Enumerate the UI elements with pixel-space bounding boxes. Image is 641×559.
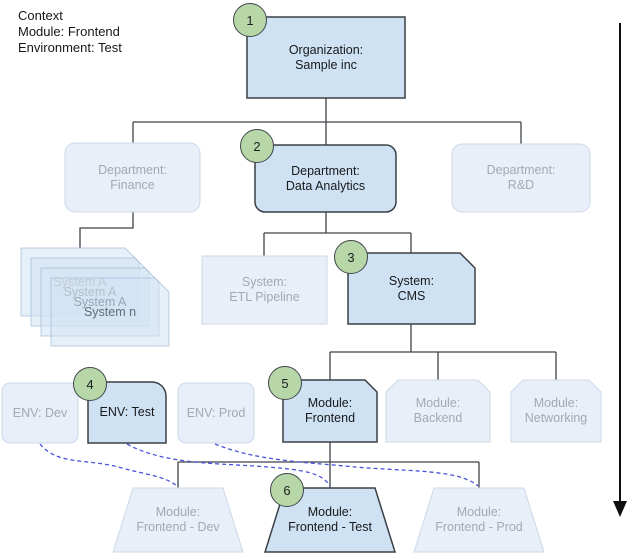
node-system-etl-shape (201, 255, 328, 325)
connector-frontend-to-instances (177, 442, 480, 488)
node-frontend-test-shape (263, 487, 397, 553)
down-arrow-icon (613, 23, 627, 517)
node-dept-finance-shape (64, 142, 201, 213)
env-mapping-curve-prod (214, 443, 479, 487)
node-env-dev-shape (1, 382, 79, 444)
connector-cms-to-modules (329, 324, 557, 380)
node-module-backend-shape (385, 379, 491, 443)
env-mapping-curve-dev (39, 443, 179, 488)
node-dept-analytics-shape (254, 144, 397, 213)
step-badge-2: 2 (240, 129, 274, 163)
step-badge-4: 4 (73, 367, 107, 401)
step-badge-6: 6 (270, 473, 304, 507)
node-system-cms-shape (347, 252, 476, 325)
node-module-networking-shape (510, 379, 602, 443)
node-dept-rnd-shape (451, 143, 591, 213)
node-env-test-shape (87, 381, 167, 444)
connector-analytics-to-systems (263, 212, 412, 256)
step-badge-3: 3 (334, 240, 368, 274)
connector-org-to-departments (132, 98, 522, 145)
context-block: Context Module: Frontend Environment: Te… (18, 8, 122, 55)
node-system-stack-card-4 (50, 277, 170, 347)
node-frontend-prod-shape (413, 487, 545, 553)
node-frontend-dev-shape (112, 487, 244, 553)
connector-finance-to-systemstack (79, 212, 134, 248)
step-badge-5: 5 (268, 366, 302, 400)
step-badge-1: 1 (233, 3, 267, 37)
node-env-prod-shape (177, 382, 255, 444)
node-organization-shape (246, 16, 406, 99)
